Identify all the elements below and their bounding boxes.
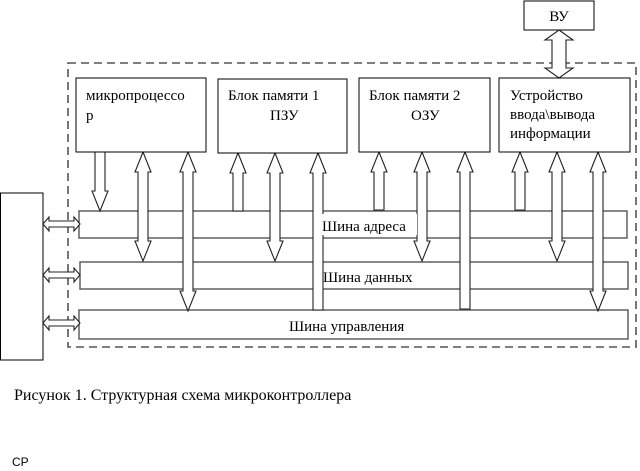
bus-data bbox=[79, 261, 629, 290]
arrow-external-block-control bbox=[42, 314, 81, 332]
figure-caption: Рисунок 1. Структурная схема микроконтро… bbox=[14, 387, 352, 404]
module-rom bbox=[217, 78, 348, 154]
bus-control-label: Шина управления bbox=[289, 319, 404, 335]
module-io-line-3: информации bbox=[510, 126, 591, 142]
module-ram bbox=[358, 77, 491, 153]
external-device-label: ВУ bbox=[549, 9, 569, 25]
arrow-control-ram bbox=[456, 150, 474, 310]
arrow-address-io bbox=[511, 150, 529, 211]
arrow-mp-address bbox=[91, 151, 109, 213]
arrow-mp-data bbox=[134, 150, 152, 263]
bus-address-label: Шина адреса bbox=[322, 219, 406, 235]
module-io-line-1: Устройство bbox=[510, 88, 583, 104]
arrow-control-rom bbox=[309, 151, 327, 311]
module-ram-line-2: ОЗУ bbox=[411, 108, 440, 124]
arrow-io-data bbox=[548, 150, 566, 263]
module-rom-line-1: Блок памяти 1 bbox=[228, 88, 319, 104]
bus-address-label-bg bbox=[321, 214, 417, 235]
external-device-box bbox=[523, 0, 595, 31]
external-system-block bbox=[0, 192, 44, 361]
arrow-ram-data bbox=[413, 150, 431, 263]
arrow-io-external-device bbox=[543, 29, 575, 79]
arrow-address-ram bbox=[370, 150, 388, 211]
arrow-address-rom bbox=[229, 151, 247, 212]
microcontroller-boundary bbox=[67, 62, 637, 348]
arrow-mp-control bbox=[179, 150, 197, 313]
module-microprocessor-line-1: микропроцессо bbox=[86, 88, 185, 104]
module-microprocessor-line-2: р bbox=[86, 108, 94, 124]
arrow-external-block-data bbox=[42, 266, 81, 284]
module-rom-line-2: ПЗУ bbox=[270, 108, 299, 124]
arrow-external-block-address bbox=[42, 215, 81, 233]
arrow-rom-data bbox=[266, 151, 284, 263]
bus-data-label: Шина данных bbox=[323, 270, 413, 286]
arrow-io-control bbox=[589, 150, 607, 313]
footer-text: СР bbox=[12, 455, 29, 469]
module-io-line-2: ввода\вывода bbox=[510, 107, 595, 123]
module-ram-line-1: Блок памяти 2 bbox=[369, 88, 460, 104]
module-io bbox=[498, 77, 631, 153]
connection-arrows bbox=[42, 29, 607, 332]
module-microprocessor bbox=[75, 77, 207, 153]
